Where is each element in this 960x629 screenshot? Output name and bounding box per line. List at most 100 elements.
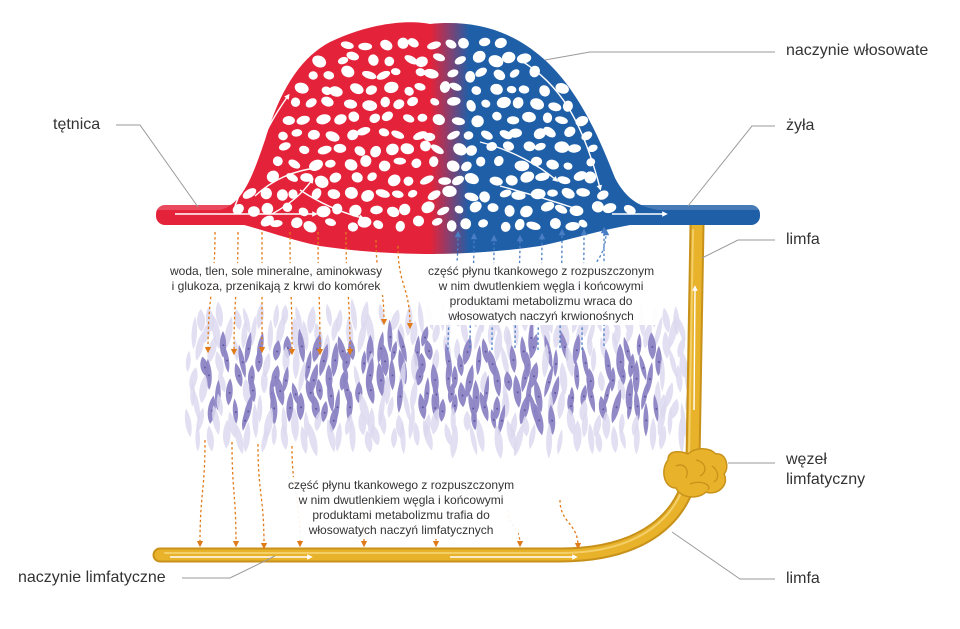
capillary-gap [493, 69, 506, 81]
tissue-cell [604, 348, 612, 382]
capillary-gap [367, 172, 377, 182]
caption-to-cells: woda, tlen, sole mineralne, aminokwasy i… [166, 263, 387, 295]
capillary-gap [463, 131, 474, 140]
capillary-gap [499, 189, 512, 198]
tissue-cell [211, 314, 221, 350]
tissue-cell [479, 391, 489, 422]
blood-flow-arrows [175, 59, 668, 220]
capillary-gap [399, 203, 411, 216]
capillary-gap [511, 191, 526, 200]
tissue-cell [398, 329, 407, 363]
capillary-gap [514, 218, 525, 231]
tissue-cell [243, 421, 251, 453]
tissue-cell [197, 309, 206, 332]
capillary-gap [365, 85, 378, 95]
capillary-gap [375, 189, 390, 198]
tissue-cell [670, 398, 679, 419]
capillary-gap [494, 37, 507, 49]
capillary-gap [432, 114, 445, 126]
caption-to-blood-line: w nim dwutlenkiem węgla i końcowymi [438, 279, 644, 293]
tissue-cell [639, 353, 647, 381]
capillary-gap [311, 188, 322, 200]
capillary-gap [526, 221, 541, 230]
tissue-cell [646, 362, 653, 395]
tissue-cell [462, 337, 472, 365]
tissue-cell [469, 423, 478, 456]
capillary-gap [469, 201, 482, 213]
capillary-gap [561, 187, 575, 199]
capillary-gap [348, 111, 360, 122]
tissue-cell [349, 419, 356, 453]
diffusion-arrow-lymph [196, 439, 206, 548]
tissue-cell [677, 337, 686, 358]
tissue-cell [513, 374, 522, 408]
capillary-gap [509, 69, 520, 78]
capillary-gap [397, 37, 409, 49]
capillary-gap [337, 56, 349, 65]
capillary-gap [278, 142, 291, 151]
tissue-cell [400, 421, 406, 455]
capillary-gap [429, 156, 439, 167]
capillary-gap [475, 67, 487, 77]
tissue-cell [493, 395, 501, 420]
capillary-gap [447, 130, 460, 140]
tissue-cell [273, 303, 279, 329]
tissue-cell [305, 379, 315, 405]
capillary-gap [349, 204, 362, 217]
capillary-gap [454, 56, 466, 65]
tissue-cell [344, 413, 353, 436]
capillary-gap [557, 176, 571, 185]
tissue-cell [228, 411, 237, 439]
capillary-gap [333, 143, 347, 153]
capillary-gap [549, 218, 561, 229]
tissue-cell [513, 423, 524, 457]
lymph-node [663, 448, 728, 498]
capillary-gap [542, 112, 553, 124]
tissue-cell [494, 327, 503, 362]
capillary-gap [381, 111, 393, 122]
capillary-gap [308, 71, 318, 80]
capillary-gap [334, 114, 347, 125]
tissue-cell [669, 348, 678, 379]
capillary-gap [272, 156, 283, 167]
tissue-cell [529, 333, 538, 359]
diffusion-arrow-lymph [559, 499, 582, 550]
label-lymph-node-line1: węzeł [786, 451, 827, 468]
capillary-gap [489, 176, 503, 186]
capillary-gap [288, 159, 301, 169]
tissue-cell [241, 319, 248, 350]
tissue-cell [391, 309, 400, 331]
tissue-cell [590, 346, 597, 373]
capillary-gap [321, 96, 334, 107]
capillary-gap [270, 220, 283, 228]
capillary-gap [505, 175, 518, 186]
capillary-gap [454, 205, 464, 214]
capillary-gap [391, 190, 404, 198]
capillary-gap [411, 158, 422, 169]
capillary-gap [232, 203, 244, 215]
capillary-gap [471, 86, 482, 95]
tissue-cell [303, 411, 310, 439]
tissue-cell [282, 366, 289, 393]
capillary-gap [407, 189, 418, 198]
tissue-cell [364, 430, 373, 453]
capillary-gap [340, 41, 354, 50]
capillary-gap [296, 115, 310, 125]
tissue-cell [595, 431, 603, 453]
tissue-cell [494, 424, 504, 459]
capillary-gap [421, 201, 435, 214]
capillary-gap [496, 96, 511, 109]
tissue-cell [189, 367, 198, 391]
tissue-cell [587, 423, 595, 455]
capillary-gap [386, 143, 399, 156]
capillary-gap [413, 215, 424, 227]
tissue-cell [380, 344, 389, 377]
capillary-gap [461, 161, 472, 172]
capillary-gap [380, 96, 390, 108]
tissue-cell [586, 332, 593, 357]
capillary-gap [466, 99, 476, 112]
tissue-cell [298, 328, 305, 363]
capillary-gap [438, 177, 452, 185]
tissue-cell [415, 365, 424, 386]
capillary-gap [347, 222, 359, 232]
